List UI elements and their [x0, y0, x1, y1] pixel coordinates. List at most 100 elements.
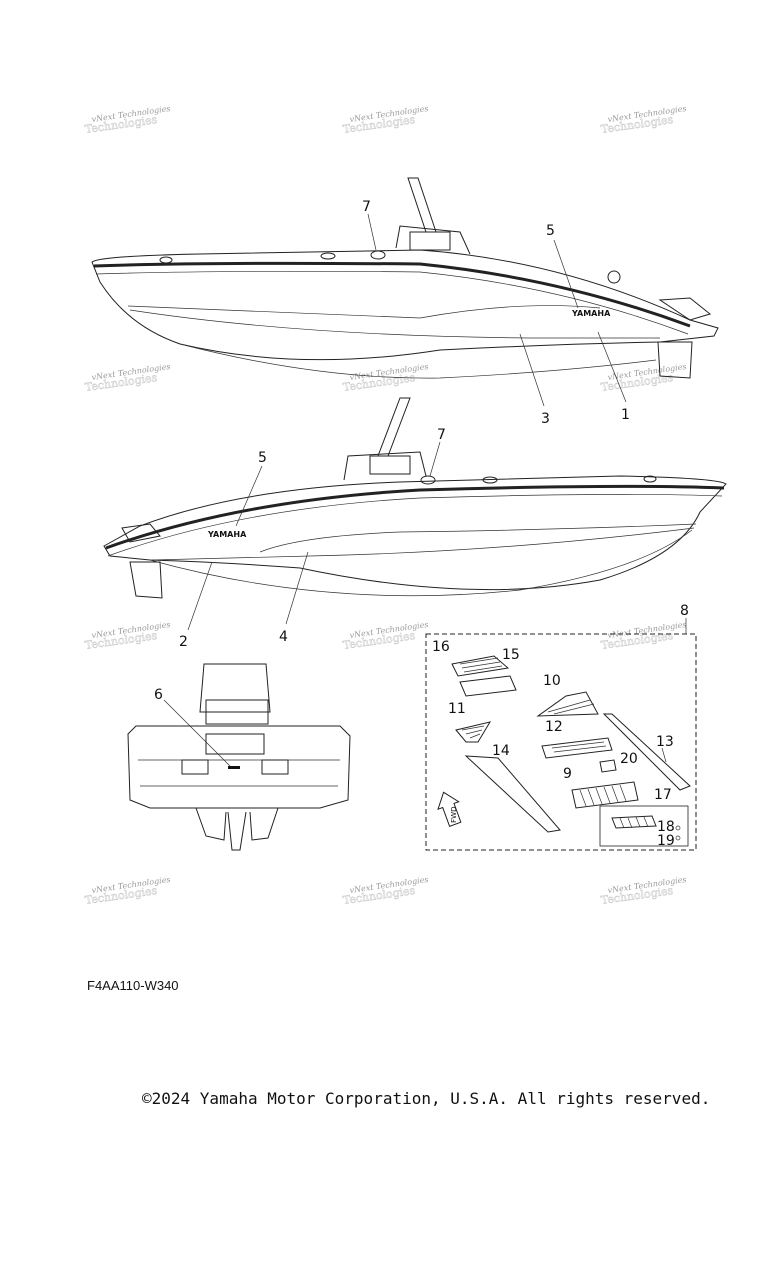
watermark: vNext Technologies Technologies — [342, 104, 429, 136]
callout-6: 6 — [154, 687, 163, 703]
stern-decal — [228, 766, 240, 769]
mat-11 — [455, 721, 492, 743]
mat-13 — [602, 713, 691, 791]
cup-holder — [607, 270, 621, 284]
callout-18: 18 — [657, 819, 675, 835]
cleat — [320, 252, 336, 260]
gunwale-stripe — [105, 484, 725, 550]
outboard-motor — [657, 341, 693, 379]
mat-grooves — [551, 741, 607, 753]
bow-rail — [658, 297, 712, 321]
callout-13: 13 — [656, 734, 674, 750]
mat-9 — [571, 781, 639, 809]
mat-14 — [464, 755, 561, 833]
callout-14: 14 — [492, 743, 510, 759]
callout-17: 17 — [654, 787, 672, 803]
hull-graphic-lower — [129, 309, 660, 339]
windshield — [199, 663, 271, 713]
boat-port-view: YAMAHA 5 7 2 4 — [103, 397, 727, 650]
cleat — [159, 256, 173, 264]
mat-12 — [541, 737, 613, 759]
mat-kit-group: 8 16 15 10 11 12 13 14 20 9 — [425, 603, 697, 851]
callout-8: 8 — [680, 603, 689, 619]
console-panel — [369, 455, 411, 475]
boat-starboard-view: YAMAHA 5 7 1 3 — [91, 177, 719, 427]
gunwale-line — [107, 494, 723, 557]
mat-grooves — [547, 699, 595, 715]
copyright-notice: ©2024 Yamaha Motor Corporation, U.S.A. A… — [142, 1089, 711, 1108]
hull-graphic — [127, 305, 601, 319]
washer — [675, 835, 681, 841]
mat-grooves — [579, 784, 627, 807]
mat-grooves — [459, 657, 503, 673]
gunwale-line — [95, 270, 689, 335]
callout-1: 1 — [621, 407, 630, 423]
boat-stern-view: 6 — [127, 663, 351, 851]
callout-3: 3 — [541, 411, 550, 427]
outboard-motor — [129, 561, 163, 599]
callout-5: 5 — [546, 223, 555, 239]
fwd-label: FWD — [450, 807, 458, 823]
motor-center — [227, 811, 247, 851]
callout-5: 5 — [258, 450, 267, 466]
stern-light — [181, 759, 209, 775]
watermark: vNext Technologies Technologies — [84, 620, 171, 652]
leader — [597, 331, 627, 403]
watermark: vNext Technologies Technologies — [600, 104, 687, 136]
hull-id-plate — [370, 250, 386, 260]
console — [395, 225, 471, 255]
console — [205, 699, 269, 725]
yamaha-decal: YAMAHA — [571, 309, 611, 318]
console — [343, 451, 427, 481]
hull-id-plate — [420, 475, 436, 485]
screw — [675, 825, 681, 831]
mat-10 — [536, 691, 599, 717]
callout-15: 15 — [502, 647, 520, 663]
callout-16: 16 — [432, 639, 450, 655]
callout-20: 20 — [620, 751, 638, 767]
leader — [553, 239, 579, 309]
callout-7: 7 — [437, 427, 446, 443]
motor-right — [249, 807, 279, 841]
cleat — [643, 475, 657, 483]
mat-kit-frame — [425, 633, 697, 851]
callout-12: 12 — [545, 719, 563, 735]
keel-line — [179, 343, 657, 379]
mat-17-box — [599, 805, 689, 847]
callout-2: 2 — [179, 634, 188, 650]
leader — [163, 699, 231, 767]
mat-15 — [459, 675, 517, 697]
callout-11: 11 — [448, 701, 466, 717]
console-panel — [409, 231, 451, 251]
watermark: vNext Technologies Technologies — [84, 104, 171, 136]
watermark: vNext Technologies Technologies — [84, 875, 171, 907]
watermark: vNext Technologies Technologies — [84, 362, 171, 394]
fwd-arrow: FWD — [437, 791, 462, 827]
stern-seat — [121, 523, 161, 543]
leader — [367, 213, 377, 251]
leader — [235, 465, 263, 527]
swim-step — [205, 733, 265, 755]
hull-graphic — [259, 523, 697, 553]
hull — [103, 475, 727, 591]
watermark: vNext Technologies Technologies — [600, 620, 687, 652]
mat-grooves — [461, 725, 485, 739]
callout-10: 10 — [543, 673, 561, 689]
mat-16 — [451, 655, 510, 677]
stern-light — [261, 759, 289, 775]
windshield — [377, 397, 411, 457]
callout-7: 7 — [362, 199, 371, 215]
watermark: vNext Technologies Technologies — [600, 875, 687, 907]
windshield — [407, 177, 437, 233]
callout-9: 9 — [563, 766, 572, 782]
gunwale-stripe — [93, 261, 691, 328]
keel-line — [149, 529, 693, 597]
callout-4: 4 — [279, 629, 288, 645]
watermark: vNext Technologies Technologies — [600, 362, 687, 394]
leader — [285, 551, 309, 625]
hull-graphic-lower — [151, 527, 695, 561]
watermark: vNext Technologies Technologies — [342, 875, 429, 907]
leader — [661, 747, 667, 763]
mat-17 — [611, 815, 657, 829]
